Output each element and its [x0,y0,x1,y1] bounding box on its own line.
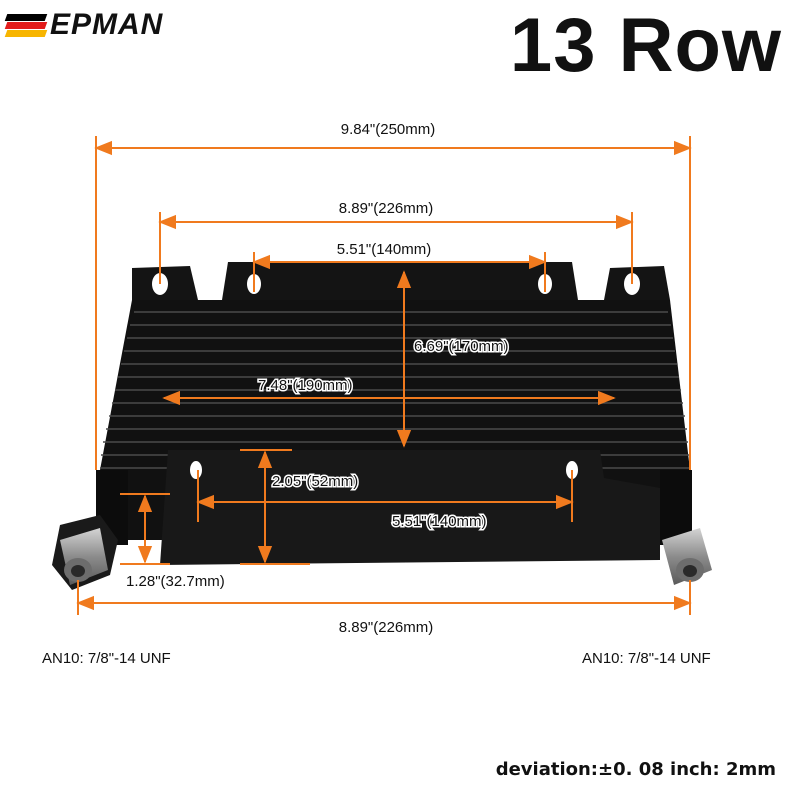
bracket-height-label: 2.05"(52mm) [272,473,358,490]
port-span-label: 8.89"(226mm) [339,619,434,636]
bottom-bracket-span-label: 5.51"(140mm) [392,513,487,530]
dimension-lines [76,136,692,615]
core-height-label: 6.69"(170mm) [414,338,509,355]
left-port-label: AN10: 7/8"-14 UNF [42,650,171,667]
right-fitting [662,528,712,585]
brand-logo: EPMAN [4,8,196,42]
top-bracket-span-label: 5.51"(140mm) [337,241,432,258]
right-port-label: AN10: 7/8"-14 UNF [582,650,711,667]
deviation-note: deviation:±0. 08 inch: 2mm [495,759,776,780]
port-height-label: 1.28"(32.7mm) [126,573,225,590]
overall-width-label: 9.84"(250mm) [341,121,436,138]
cooler-body [52,262,692,590]
left-fitting [60,528,108,585]
brand-name: EPMAN [50,8,164,41]
mount-hole-span-label: 8.89"(226mm) [339,200,434,217]
core-width-label: 7.48"(190mm) [258,377,353,394]
page-title: 13 Row [509,3,782,88]
